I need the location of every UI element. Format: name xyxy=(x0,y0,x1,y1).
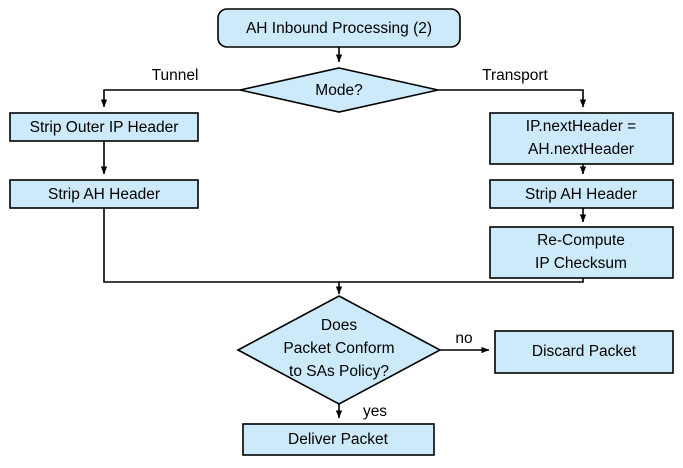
node-strip-ah-header-tunnel[interactable]: Strip AH Header xyxy=(9,179,199,209)
edge-label-transport: Transport xyxy=(482,67,548,84)
node-strip-ah-header-transport[interactable]: Strip AH Header xyxy=(489,179,674,209)
node-conform-decision-label-line3: to SAs Policy? xyxy=(289,363,389,380)
node-recompute-ip-checksum-shape xyxy=(489,226,674,279)
node-mode-decision-label: Mode? xyxy=(315,82,363,99)
node-strip-outer-ip-header[interactable]: Strip Outer IP Header xyxy=(9,112,199,142)
node-start-label: AH Inbound Processing (2) xyxy=(246,20,432,37)
edge-mode-tunnel-to-strip-outer-ip xyxy=(100,89,240,108)
node-strip-ah-header-transport-label: Strip AH Header xyxy=(525,186,637,203)
node-discard-packet[interactable]: Discard Packet xyxy=(494,330,674,374)
node-strip-ah-header-tunnel-label: Strip AH Header xyxy=(48,186,160,203)
node-conform-decision-label-line1: Does xyxy=(321,317,357,334)
node-conform-decision-shape xyxy=(236,295,442,405)
node-recompute-ip-checksum[interactable]: Re-Compute IP Checksum xyxy=(489,226,674,279)
node-ip-nextheader-assign-shape xyxy=(489,112,674,165)
node-deliver-packet-shape xyxy=(242,423,435,456)
node-start-shape xyxy=(217,8,461,48)
node-ip-nextheader-assign-label-line1: IP.nextHeader = xyxy=(526,118,636,135)
node-strip-outer-ip-header-shape xyxy=(9,112,199,142)
node-conform-decision[interactable]: Does Packet Conform to SAs Policy? xyxy=(236,295,442,405)
node-conform-decision-label-line2: Packet Conform xyxy=(283,340,394,357)
node-deliver-packet-label: Deliver Packet xyxy=(288,431,389,448)
node-deliver-packet[interactable]: Deliver Packet xyxy=(242,423,435,456)
node-discard-packet-label: Discard Packet xyxy=(532,343,637,360)
node-mode-decision[interactable]: Mode? xyxy=(239,67,439,113)
node-strip-ah-header-transport-shape xyxy=(489,179,674,209)
node-recompute-ip-checksum-label-line2: IP Checksum xyxy=(535,255,627,272)
edge-label-yes: yes xyxy=(363,403,387,420)
edge-mode-transport-to-ip-nextheader xyxy=(438,89,587,108)
node-strip-ah-header-tunnel-shape xyxy=(9,179,199,209)
node-start[interactable]: AH Inbound Processing (2) xyxy=(217,8,461,48)
edge-label-no: no xyxy=(455,330,472,347)
node-strip-outer-ip-header-label: Strip Outer IP Header xyxy=(30,119,179,136)
node-discard-packet-shape xyxy=(494,330,674,374)
node-mode-decision-shape xyxy=(239,67,439,113)
node-ip-nextheader-assign-label-line2: AH.nextHeader xyxy=(528,141,634,158)
node-ip-nextheader-assign[interactable]: IP.nextHeader = AH.nextHeader xyxy=(489,112,674,165)
node-recompute-ip-checksum-label-line1: Re-Compute xyxy=(537,232,625,249)
edge-label-tunnel: Tunnel xyxy=(152,67,199,84)
